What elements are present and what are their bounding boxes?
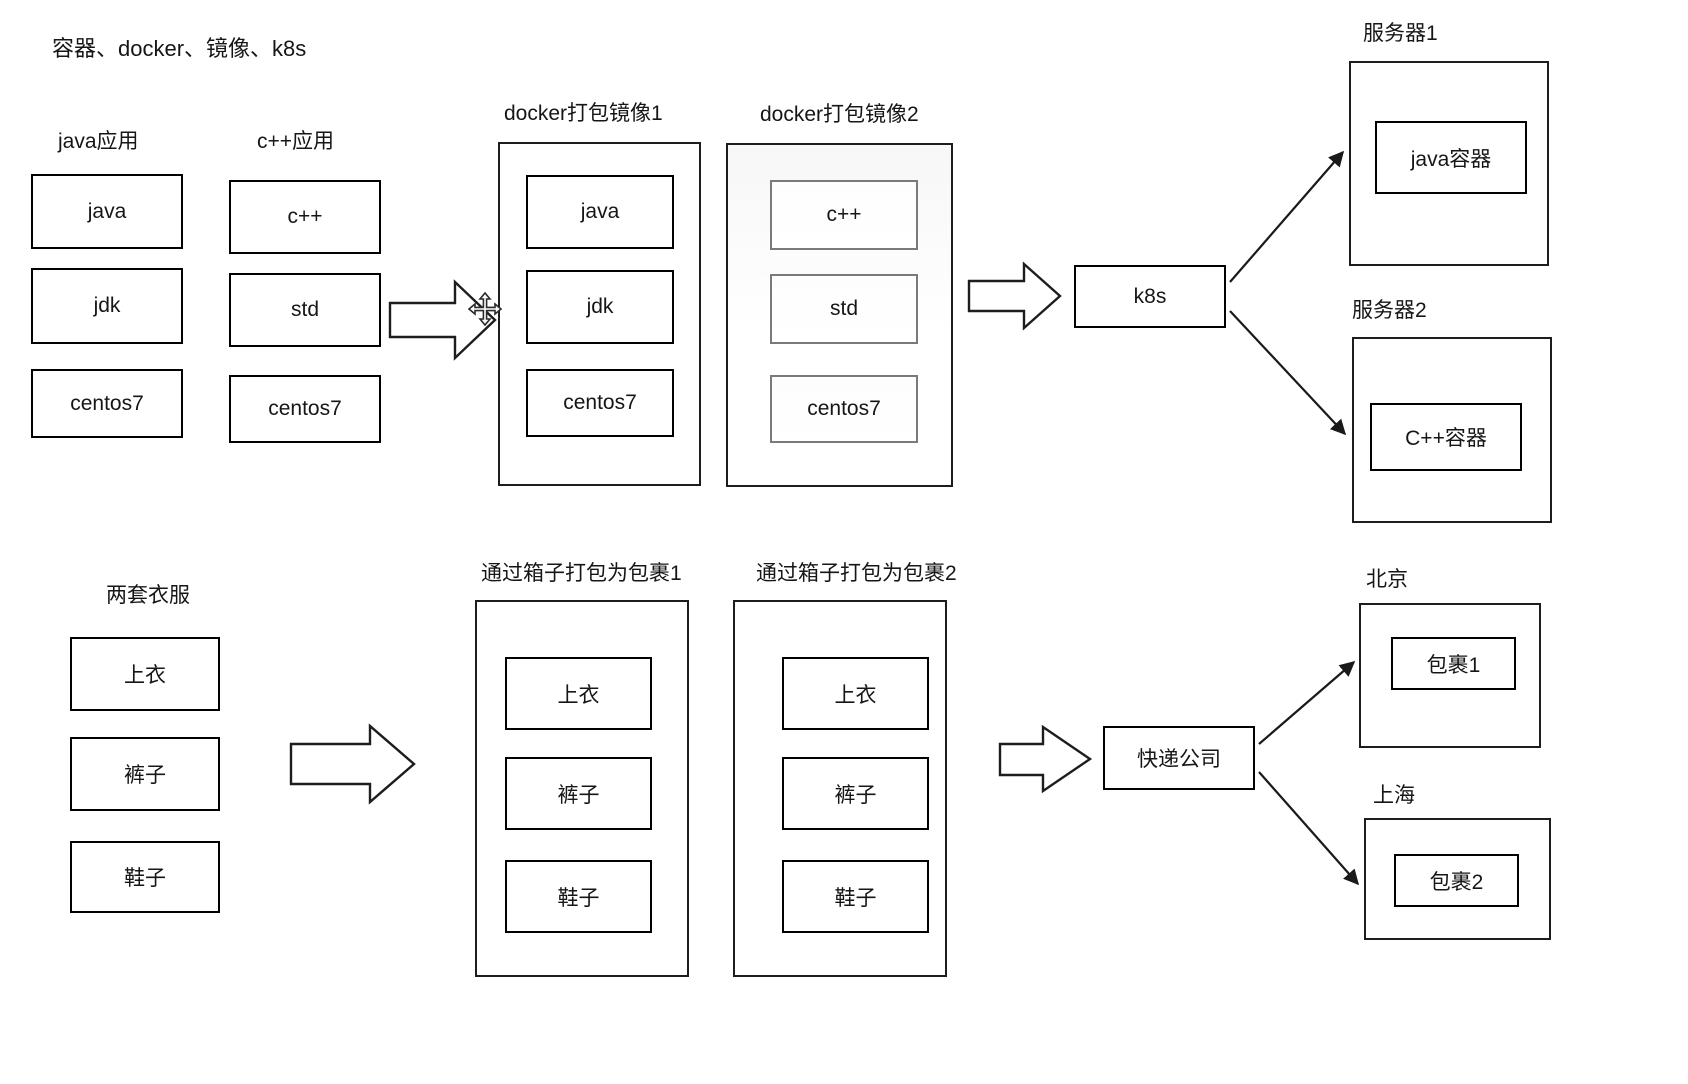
clothes-heading: 两套衣服 xyxy=(106,584,190,607)
java-app-heading: java应用 xyxy=(58,130,139,153)
java-app-layer-centos7[interactable]: centos7 xyxy=(31,369,183,438)
city-beijing-parcel[interactable]: 包裹1 xyxy=(1391,637,1516,690)
docker-image2-layer-cpp[interactable]: c++ xyxy=(770,180,918,250)
package1-item-pants[interactable]: 裤子 xyxy=(505,757,652,830)
package1-heading: 通过箱子打包为包裹1 xyxy=(481,562,682,585)
server1-java-container[interactable]: java容器 xyxy=(1375,121,1527,194)
cpp-app-heading: c++应用 xyxy=(257,130,335,153)
clothes-item-top[interactable]: 上衣 xyxy=(70,637,220,711)
java-app-layer-jdk[interactable]: jdk xyxy=(31,268,183,344)
docker-image2-layer-centos7[interactable]: centos7 xyxy=(770,375,918,443)
server1-heading: 服务器1 xyxy=(1363,22,1438,45)
docker-image1-heading: docker打包镜像1 xyxy=(504,102,663,125)
k8s-node[interactable]: k8s xyxy=(1074,265,1226,328)
courier-node[interactable]: 快递公司 xyxy=(1103,726,1255,790)
move-cursor-icon xyxy=(467,291,503,327)
city-beijing-heading: 北京 xyxy=(1366,568,1408,591)
docker-image1-layer-java[interactable]: java xyxy=(526,175,674,249)
clothes-item-pants[interactable]: 裤子 xyxy=(70,737,220,811)
package2-item-shoes[interactable]: 鞋子 xyxy=(782,860,929,933)
package2-item-pants[interactable]: 裤子 xyxy=(782,757,929,830)
java-app-layer-java[interactable]: java xyxy=(31,174,183,249)
package2-heading: 通过箱子打包为包裹2 xyxy=(756,562,957,585)
docker-image2-layer-std[interactable]: std xyxy=(770,274,918,344)
block-arrow-apps-to-image1 xyxy=(388,279,497,361)
edge-courier-to-shanghai xyxy=(1258,771,1360,886)
docker-image1-layer-jdk[interactable]: jdk xyxy=(526,270,674,344)
package1-item-top[interactable]: 上衣 xyxy=(505,657,652,730)
package1-item-shoes[interactable]: 鞋子 xyxy=(505,860,652,933)
cpp-app-layer-std[interactable]: std xyxy=(229,273,381,347)
block-arrow-packages-to-courier xyxy=(998,724,1093,794)
server2-heading: 服务器2 xyxy=(1352,299,1427,322)
city-shanghai-heading: 上海 xyxy=(1373,784,1415,807)
docker-image1-layer-centos7[interactable]: centos7 xyxy=(526,369,674,437)
block-arrow-clothes-to-packages xyxy=(289,723,416,805)
clothes-item-shoes[interactable]: 鞋子 xyxy=(70,841,220,913)
edge-k8s-to-server2 xyxy=(1229,310,1347,436)
cpp-app-layer-centos7[interactable]: centos7 xyxy=(229,375,381,443)
docker-image2-heading: docker打包镜像2 xyxy=(760,103,919,126)
package2-item-top[interactable]: 上衣 xyxy=(782,657,929,730)
block-arrow-images-to-k8s xyxy=(967,261,1062,331)
city-shanghai-parcel[interactable]: 包裹2 xyxy=(1394,854,1519,907)
cpp-app-layer-cpp[interactable]: c++ xyxy=(229,180,381,254)
edge-k8s-to-server1 xyxy=(1229,150,1345,283)
server2-cpp-container[interactable]: C++容器 xyxy=(1370,403,1522,471)
page-title: 容器、docker、镜像、k8s xyxy=(52,36,307,61)
edge-courier-to-beijing xyxy=(1258,660,1356,745)
